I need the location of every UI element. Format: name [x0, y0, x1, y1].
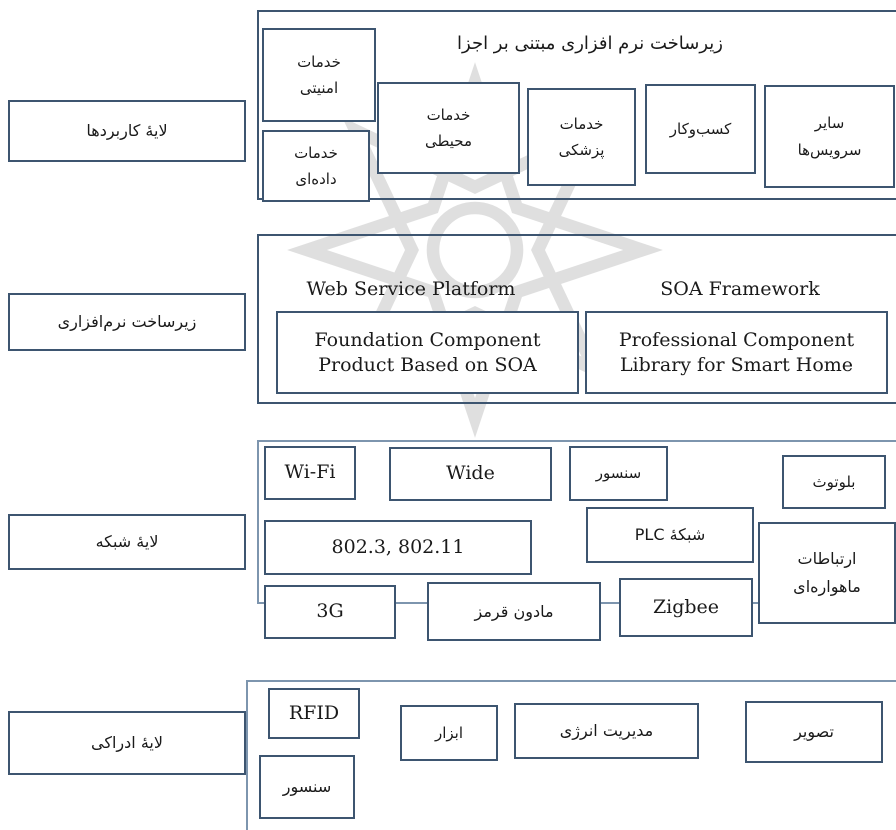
web-service-platform-label: Web Service Platform — [306, 278, 516, 300]
tools-box: ابزار — [400, 705, 498, 761]
energy-management-box: مدیریت انرژی — [514, 703, 699, 759]
ethernet-wlan-box: 802.3, 802.11 — [264, 520, 532, 575]
bluetooth-box: بلوتوث — [782, 455, 886, 509]
rfid-box: RFID — [268, 688, 360, 739]
image-box: تصویر — [745, 701, 883, 763]
infrared-box: مادون قرمز — [427, 582, 601, 641]
layer-application-label: لایۀ کاربردها — [8, 100, 246, 162]
3g-box: 3G — [264, 585, 396, 639]
wifi-box: Wi-Fi — [264, 446, 356, 500]
perception-layer-frame — [246, 680, 896, 830]
layer-perception-label: لایۀ ادراکی — [8, 711, 246, 775]
layer-middleware-label: زیرساخت نرم‌افزاری — [8, 293, 246, 351]
zigbee-box: Zigbee — [619, 578, 753, 637]
soa-framework-label: SOA Framework — [660, 278, 820, 300]
wide-box: Wide — [389, 447, 552, 501]
network-sensor-box: سنسور — [569, 446, 668, 501]
application-layer-frame — [257, 10, 896, 200]
middleware-layer-frame — [257, 234, 896, 404]
layer-network-label: لایۀ شبکه — [8, 514, 246, 570]
business-services-box: کسب‌وکار — [645, 84, 756, 174]
application-layer-title: زیرساخت نرم افزاری مبتنی بر اجزا — [457, 33, 723, 54]
plc-network-box: شبکۀ PLC — [586, 507, 754, 563]
perception-sensor-box: سنسور — [259, 755, 355, 819]
